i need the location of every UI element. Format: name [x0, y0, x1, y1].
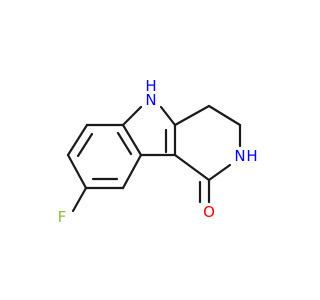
atom-label-group: H N N H O F — [58, 77, 258, 226]
nh-indole-nitrogen-label: N — [145, 91, 156, 109]
bond-c6-c5 — [66, 153, 88, 190]
bond-c3a-c7a — [121, 123, 143, 157]
molecule-structure-diagram: H N N H O F — [58, 77, 258, 226]
bond-c7a-n-indole — [121, 105, 143, 127]
bond-c4-c3a — [121, 153, 143, 190]
bond-c5-f — [71, 186, 88, 213]
bond-c3a-c7a-double — [116, 131, 133, 156]
bond-group — [66, 104, 242, 213]
bond-c7-c6 — [66, 123, 89, 157]
nh-indole-hydrogen-label: H — [145, 77, 156, 95]
bond-c6-c6-double — [76, 132, 94, 158]
oxygen-label: O — [203, 203, 215, 221]
nh-lactam-hydrogen-label: H — [246, 147, 257, 165]
fluorine-label: F — [58, 208, 67, 226]
bond-c4a-c4 — [173, 104, 211, 127]
bond-c4-c3 — [207, 104, 242, 127]
bond-c1-c9b — [173, 153, 211, 182]
bond-n-lactam-c1 — [207, 163, 232, 182]
bond-n-indole-c4a — [159, 105, 177, 127]
nh-lactam-nitrogen-label: N — [234, 147, 245, 165]
